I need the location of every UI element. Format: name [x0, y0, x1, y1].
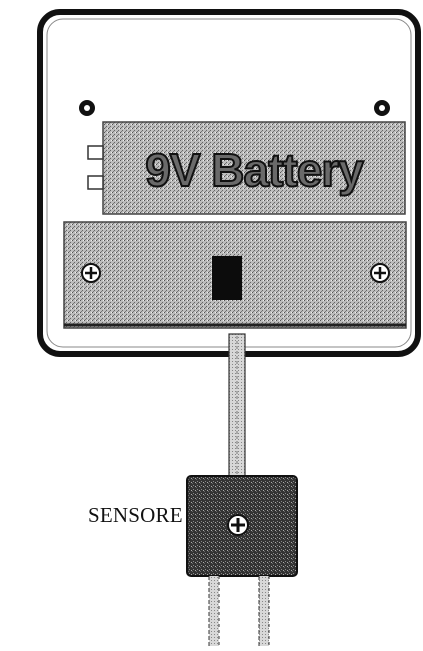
sensor-probe-right [258, 576, 270, 646]
sensor-label: SENSORE [88, 503, 183, 527]
mounting-hole-right [374, 100, 390, 116]
battery-label: 9V Battery [145, 144, 364, 196]
sensor-cable [228, 333, 246, 479]
mounting-hole-left [79, 100, 95, 116]
board-screw-left-icon [81, 263, 101, 283]
battery-terminal-positive [87, 145, 104, 160]
sensor-screw-icon [227, 514, 249, 536]
circuit-board [63, 221, 407, 329]
sensor-head [186, 475, 298, 577]
board-screw-right-icon [370, 263, 390, 283]
board-chip [212, 256, 242, 300]
sensor-probe-left [208, 576, 220, 646]
battery: 9V Battery [87, 121, 406, 215]
battery-terminal-negative [87, 175, 104, 190]
